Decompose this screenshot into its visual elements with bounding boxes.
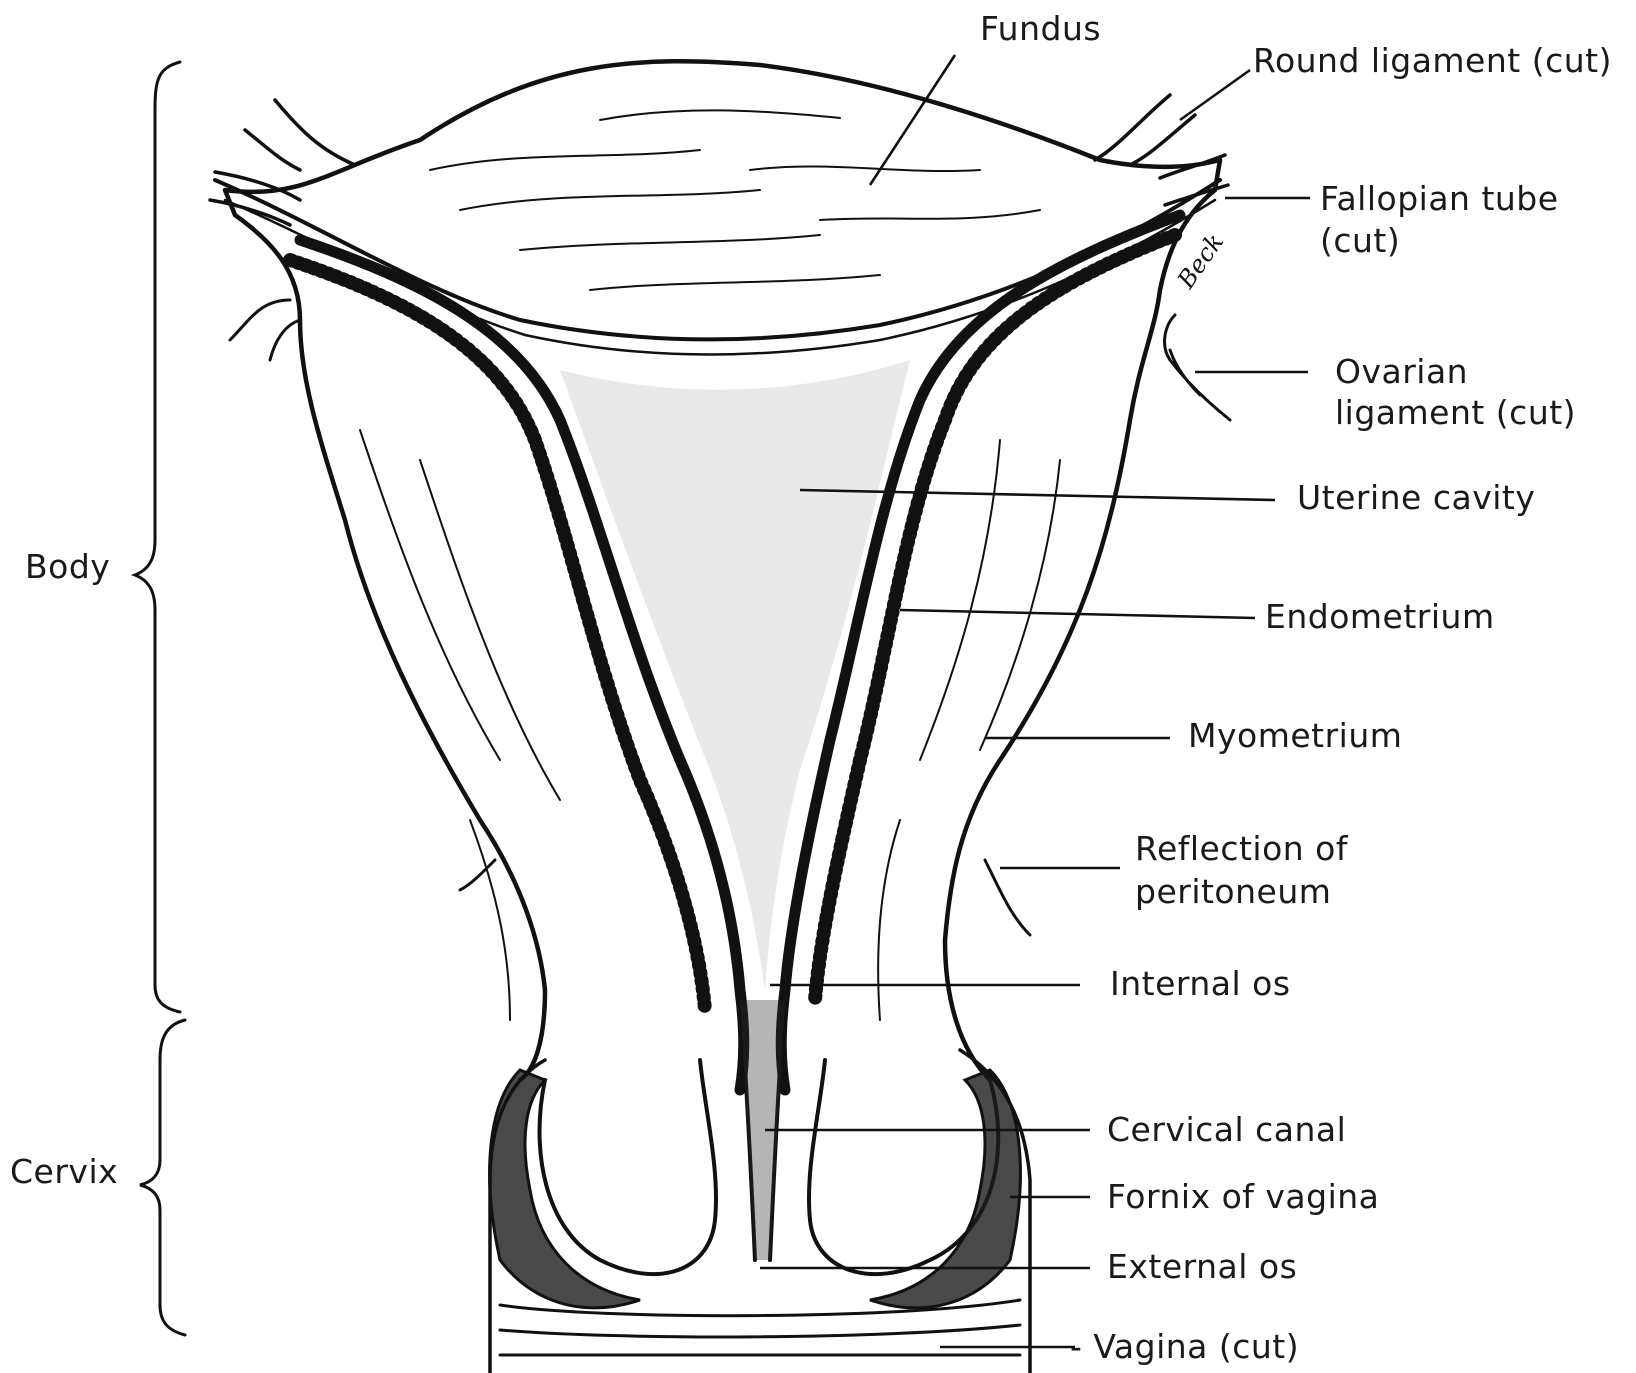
cervix-lobe-left xyxy=(540,1060,716,1274)
round-ligament-right xyxy=(1095,95,1195,165)
peritoneum-reflection-right xyxy=(985,860,1030,935)
endometrium-striation-right xyxy=(815,235,1175,1000)
label-body: Body xyxy=(25,547,110,586)
ovarian-ligament-right xyxy=(1165,315,1230,420)
label-vagina: - Vagina (cut) xyxy=(1070,1327,1299,1366)
cervix-brace xyxy=(140,1020,185,1335)
uterus-illustration: Beck xyxy=(210,61,1230,1373)
label-external-os: External os xyxy=(1107,1247,1297,1286)
fundus-base-inner xyxy=(225,200,1215,354)
label-endometrium: Endometrium xyxy=(1265,597,1495,636)
leader-round-ligament xyxy=(1180,70,1250,120)
label-fallopian-tube-line1: Fallopian tube xyxy=(1320,179,1559,218)
label-ovarian-ligament-line2: ligament (cut) xyxy=(1335,393,1576,432)
label-ovarian-ligament-line1: Ovarian xyxy=(1335,352,1468,391)
label-cervical-canal: Cervical canal xyxy=(1107,1110,1346,1149)
fornix-left xyxy=(490,1070,640,1308)
label-cervix: Cervix xyxy=(10,1152,118,1191)
label-internal-os: Internal os xyxy=(1110,964,1291,1003)
label-fallopian-tube-line2: (cut) xyxy=(1320,221,1400,260)
fundus-texture xyxy=(430,110,1040,290)
label-fornix: Fornix of vagina xyxy=(1107,1177,1379,1216)
label-uterine-cavity: Uterine cavity xyxy=(1297,478,1535,517)
ovarian-ligament-left xyxy=(230,300,300,360)
leader-fundus xyxy=(870,55,955,185)
body-brace xyxy=(135,62,180,1012)
label-round-ligament: Round ligament (cut) xyxy=(1253,41,1612,80)
uterine-cavity-shading xyxy=(560,360,910,990)
peritoneum-reflection-left xyxy=(460,860,495,890)
endometrium-striation-left xyxy=(290,260,705,1010)
label-myometrium: Myometrium xyxy=(1188,716,1402,755)
round-ligament-left xyxy=(245,100,355,170)
label-reflection-line1: Reflection of xyxy=(1135,829,1349,868)
label-reflection-line2: peritoneum xyxy=(1135,872,1331,911)
label-fundus: Fundus xyxy=(980,9,1101,48)
